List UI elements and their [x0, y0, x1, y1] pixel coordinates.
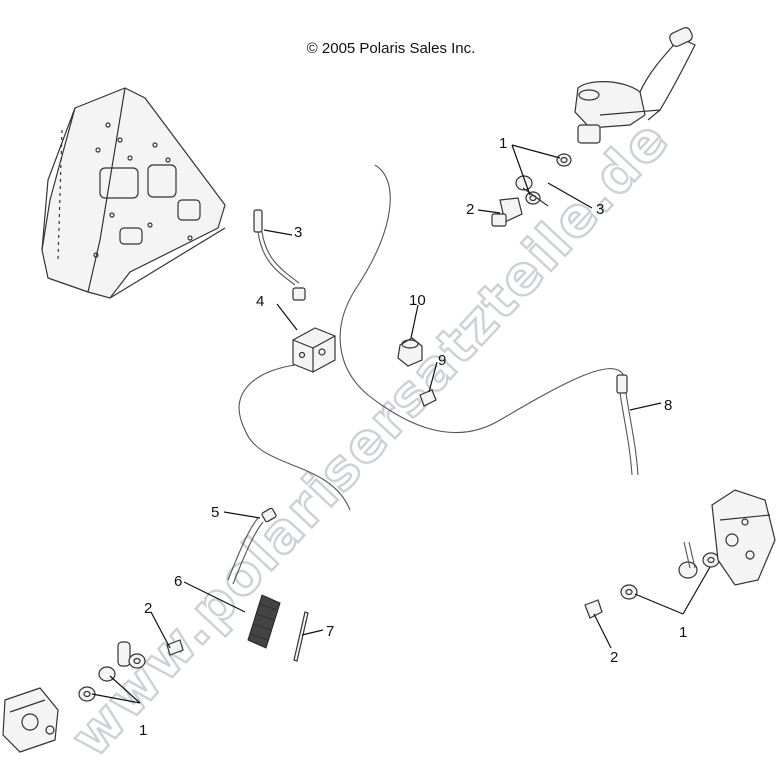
- callout-2-right: 2: [610, 649, 618, 666]
- leader-lines: [91, 144, 711, 704]
- bulkhead-panel: [41, 87, 226, 299]
- left-brake-caliper: [2, 687, 59, 753]
- callout-5: 5: [211, 504, 219, 521]
- callout-1-right: 1: [679, 624, 687, 641]
- right-caliper-fittings: [584, 541, 720, 619]
- callout-3-left: 3: [294, 224, 302, 241]
- callout-6: 6: [174, 573, 182, 590]
- brake-line-left: [227, 507, 277, 585]
- callout-4: 4: [256, 293, 264, 310]
- top-fittings: [491, 153, 572, 227]
- pin: [293, 611, 309, 662]
- copyright-text: © 2005 Polaris Sales Inc.: [306, 40, 476, 57]
- brake-hoses: [238, 164, 626, 511]
- callout-1-left: 1: [139, 722, 147, 739]
- callout-2-left: 2: [144, 600, 152, 617]
- bolt-and-screw: [397, 337, 437, 407]
- callout-1-top: 1: [499, 135, 507, 152]
- brake-line-upper: [253, 209, 306, 301]
- callout-labels: 1 2 3 3 4 10 9 8 5 6 7 2 1 1 2: [139, 135, 687, 739]
- spring: [247, 594, 281, 649]
- brake-line-right: [616, 374, 639, 476]
- callout-2-top: 2: [466, 201, 474, 218]
- callout-9: 9: [438, 352, 446, 369]
- master-cylinder: [574, 27, 696, 144]
- callout-8: 8: [664, 397, 672, 414]
- callout-7: 7: [326, 623, 334, 640]
- callout-10: 10: [409, 292, 426, 309]
- right-brake-caliper: [711, 489, 776, 586]
- left-caliper-fittings: [78, 639, 184, 702]
- junction-block: [292, 327, 336, 373]
- callout-3-top: 3: [596, 201, 604, 218]
